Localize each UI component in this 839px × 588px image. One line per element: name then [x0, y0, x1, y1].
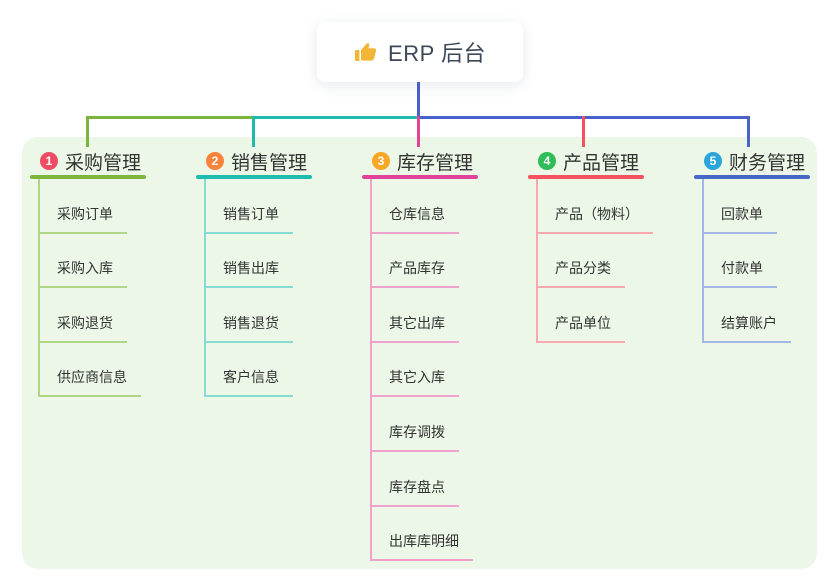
child-node-label: 出库库明细: [370, 531, 473, 562]
thumbs-up-icon: [354, 40, 378, 64]
connector-drop-purchase: [86, 116, 89, 147]
branch-children: 产品（物料） 产品分类产品单位: [536, 179, 692, 343]
connector-bus-middle: [253, 116, 418, 119]
root-node[interactable]: ERP 后台: [317, 22, 523, 82]
root-node-label: ERP 后台: [388, 41, 486, 66]
branch-children: 回款单付款单结算账户: [702, 179, 839, 343]
child-node[interactable]: 回款单: [702, 179, 839, 234]
connector-drop-finance: [747, 116, 750, 147]
branch-title: 库存管理: [397, 152, 474, 174]
branch-underline: [30, 175, 146, 179]
connector-drop-inventory: [417, 116, 420, 147]
child-node[interactable]: 采购退货: [38, 288, 194, 343]
connector-root-stem: [417, 80, 420, 117]
branch-title: 采购管理: [65, 152, 142, 174]
child-node-label: 产品单位: [536, 313, 625, 343]
branch-number-badge: 2: [206, 152, 224, 170]
child-node-label: 客户信息: [204, 367, 293, 398]
branches-panel: [22, 137, 817, 569]
branch-node[interactable]: 2 销售管理: [196, 148, 360, 174]
connector-bus-left: [86, 116, 253, 119]
branch-sales: 2 销售管理 销售订单销售出库销售退货客户信息: [196, 148, 360, 398]
child-node[interactable]: 结算账户: [702, 288, 839, 343]
branch-number-badge: 1: [40, 152, 58, 170]
branch-number-badge: 4: [538, 152, 556, 170]
child-node[interactable]: 采购入库: [38, 234, 194, 289]
branch-underline: [362, 175, 478, 179]
branch-node[interactable]: 3 库存管理: [362, 148, 526, 174]
child-node[interactable]: 采购订单: [38, 179, 194, 234]
child-node-label: 采购退货: [38, 313, 127, 343]
branch-inventory: 3 库存管理 仓库信息产品库存其它出库其它入库库存调拨库存盘点出库库明细: [362, 148, 526, 562]
child-node-label: 采购入库: [38, 258, 127, 289]
child-node[interactable]: 产品分类: [536, 234, 692, 289]
child-node[interactable]: 销售出库: [204, 234, 360, 289]
child-node-label: 产品库存: [370, 258, 459, 289]
child-node[interactable]: 付款单: [702, 234, 839, 289]
child-node-label: 库存盘点: [370, 477, 459, 507]
branch-underline: [528, 175, 644, 179]
child-node-label: 其它出库: [370, 313, 459, 343]
branch-underline: [196, 175, 312, 179]
child-node[interactable]: 产品单位: [536, 288, 692, 343]
branch-finance: 5 财务管理 回款单付款单结算账户: [694, 148, 839, 343]
connector-drop-sales: [252, 116, 255, 147]
child-node-label: 供应商信息: [38, 367, 141, 398]
child-node-label: 其它入库: [370, 367, 459, 398]
child-node[interactable]: 供应商信息: [38, 343, 194, 398]
branch-node[interactable]: 1 采购管理: [30, 148, 194, 174]
branch-number-badge: 5: [704, 152, 722, 170]
branch-title: 销售管理: [231, 152, 308, 174]
child-node[interactable]: 销售退货: [204, 288, 360, 343]
child-node[interactable]: 销售订单: [204, 179, 360, 234]
child-node-label: 付款单: [702, 258, 777, 289]
child-node-label: 仓库信息: [370, 204, 459, 234]
connector-drop-product: [582, 116, 585, 147]
child-node-label: 销售订单: [204, 204, 293, 234]
child-node-label: 销售退货: [204, 313, 293, 343]
branch-children: 仓库信息产品库存其它出库其它入库库存调拨库存盘点出库库明细: [370, 179, 526, 562]
branch-underline: [694, 175, 810, 179]
branch-node[interactable]: 4 产品管理: [528, 148, 692, 174]
child-node-label: 结算账户: [702, 313, 791, 343]
child-node[interactable]: 客户信息: [204, 343, 360, 398]
child-node[interactable]: 其它出库: [370, 288, 526, 343]
child-node-label: 库存调拨: [370, 422, 459, 452]
branch-number-badge: 3: [372, 152, 390, 170]
branch-title: 产品管理: [563, 152, 640, 174]
branch-purchase: 1 采购管理 采购订单采购入库采购退货供应商信息: [30, 148, 194, 398]
child-node[interactable]: 库存调拨: [370, 397, 526, 452]
branch-node[interactable]: 5 财务管理: [694, 148, 839, 174]
child-node[interactable]: 出库库明细: [370, 507, 526, 562]
child-node[interactable]: 产品（物料）: [536, 179, 692, 234]
branch-product: 4 产品管理 产品（物料） 产品分类产品单位: [528, 148, 692, 343]
branch-children: 销售订单销售出库销售退货客户信息: [204, 179, 360, 398]
child-node-label: 采购订单: [38, 204, 127, 234]
child-node[interactable]: 仓库信息: [370, 179, 526, 234]
child-node-label: 产品（物料）: [536, 204, 653, 234]
branch-title: 财务管理: [729, 152, 806, 174]
child-node[interactable]: 其它入库: [370, 343, 526, 398]
child-node[interactable]: 产品库存: [370, 234, 526, 289]
child-node-label: 销售出库: [204, 258, 293, 289]
child-node[interactable]: 库存盘点: [370, 452, 526, 507]
child-node-label: 产品分类: [536, 258, 625, 289]
branch-children: 采购订单采购入库采购退货供应商信息: [38, 179, 194, 398]
child-node-label: 回款单: [702, 204, 777, 234]
